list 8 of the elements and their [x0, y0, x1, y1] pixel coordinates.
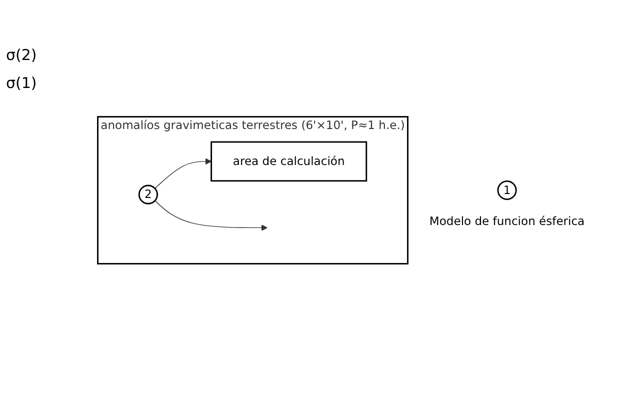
arrow — [154, 158, 212, 190]
arrow — [154, 200, 268, 232]
symbol-label: σ(2) — [6, 46, 38, 64]
node-label: Modelo de funcion ésferica — [429, 214, 585, 228]
symbol-label: σ(1) — [6, 74, 38, 92]
node-box: area de calculación — [210, 142, 368, 182]
node-circle: 2 — [138, 185, 158, 205]
node-circle: 1 — [497, 180, 517, 200]
